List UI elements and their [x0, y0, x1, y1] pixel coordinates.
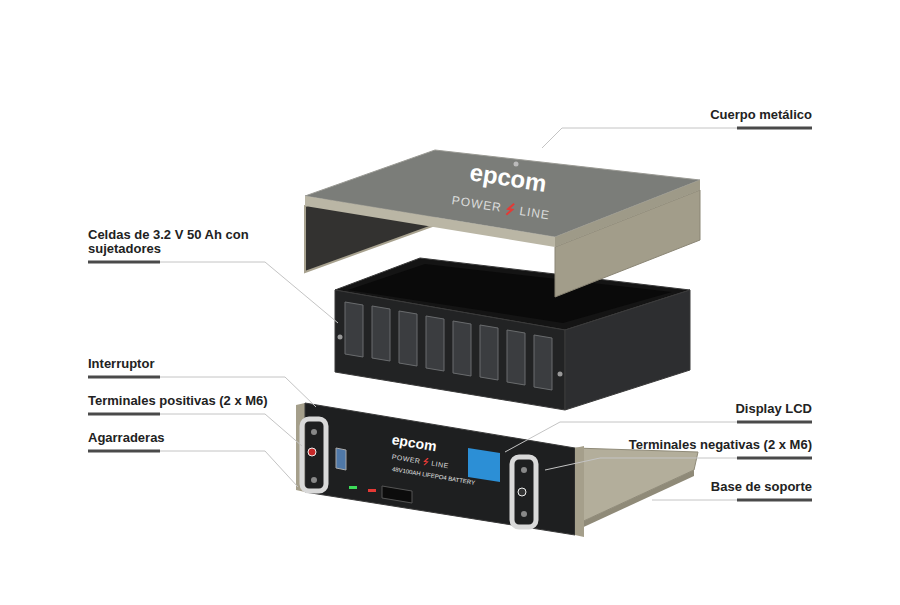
lid-top	[305, 150, 700, 237]
bolt	[338, 335, 343, 340]
bolt	[311, 429, 317, 435]
part-label: Terminales positivas (2 x M6)	[88, 394, 268, 408]
left-handle	[302, 419, 326, 491]
part-label: Interruptor	[88, 357, 154, 371]
bolt-icon	[422, 457, 430, 466]
right-handle	[512, 457, 536, 527]
part-label: Base de soporte	[711, 480, 812, 494]
bolt	[558, 372, 563, 377]
switch	[336, 448, 346, 470]
right-ear	[575, 446, 584, 537]
led	[368, 489, 376, 492]
led	[349, 486, 357, 489]
front-panel	[305, 403, 575, 535]
lcd-display	[468, 448, 500, 482]
lid-front-lip	[305, 196, 555, 247]
bolt	[521, 467, 527, 473]
label-underlines	[88, 128, 812, 500]
bolt	[311, 477, 317, 483]
part-label: Agarraderas	[88, 431, 165, 445]
part-label: Display LCD	[735, 402, 812, 416]
bolt-icon	[504, 201, 518, 217]
positive-terminal	[308, 448, 316, 456]
part-label: Cuerpo metálico	[710, 108, 812, 122]
ports	[382, 486, 412, 503]
part-label: Celdas de 3.2 V 50 Ah con sujetadores	[88, 228, 253, 256]
tray-side	[565, 290, 690, 410]
lid-side-lip	[555, 180, 700, 247]
negative-terminal	[518, 488, 526, 496]
bolt	[521, 511, 527, 517]
tray-front	[335, 290, 565, 410]
cells	[345, 302, 552, 390]
part-label: Terminales negativas (2 x M6)	[629, 438, 812, 452]
